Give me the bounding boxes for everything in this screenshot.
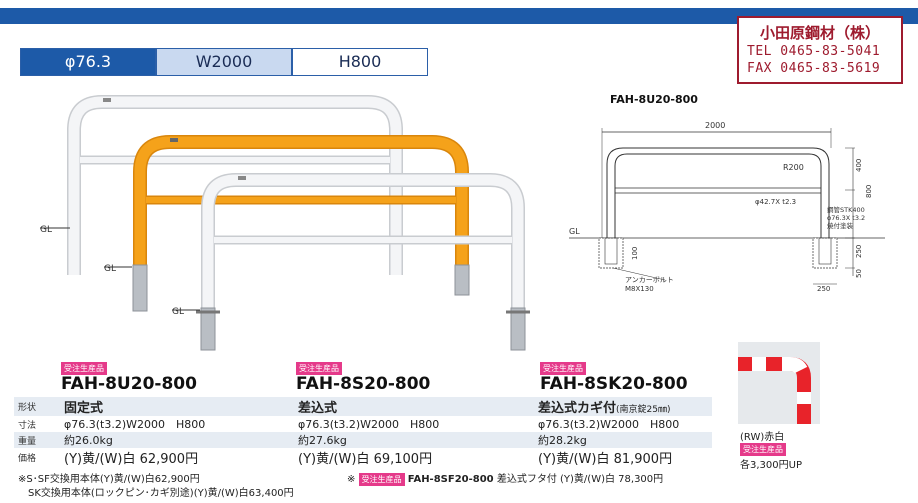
yellow-frame (132, 135, 470, 312)
company-name: 小田原鋼材（株） (759, 24, 880, 42)
weight-3: 約28.2kg (534, 432, 712, 448)
row-weight: 重量 約26.0kg 約27.6kg 約28.2kg (14, 432, 712, 448)
label-weight: 重量 (14, 432, 60, 448)
type-2: 差込式 (294, 397, 534, 416)
company-box: 小田原鋼材（株） TEL 0465-83-5041 FAX 0465-83-56… (737, 16, 903, 84)
sf-model: FAH-8SF20-800 (407, 474, 494, 485)
price-2: (Y)黄/(W)白 69,100円 (298, 452, 433, 467)
company-fax: FAX 0465-83-5619 (747, 61, 881, 76)
company-tel: TEL 0465-83-5041 (747, 44, 881, 59)
spec-table: 形状 固定式 差込式 差込式カギ付(南京錠25㎜) 寸法 φ76.3(t3.2)… (14, 397, 712, 467)
footnote-sf: ※ 受注生産品 FAH-8SF20-800 差込式フタ付 (Y)黄/(W)白 7… (347, 470, 663, 486)
spec-tabs: φ76.3 W2000 H800 (20, 48, 428, 76)
type-3-note: (南京錠25㎜) (616, 405, 671, 415)
bollard-illustration: GL GL GL (40, 95, 530, 351)
drawing-title: FAH-8U20-800 (610, 93, 698, 106)
dim-400: 400 (855, 159, 863, 172)
pipe-label: φ42.7X t2.3 (755, 198, 796, 206)
white-frame-front (196, 173, 530, 351)
weight-1: 約26.0kg (60, 432, 294, 448)
label-price: 価格 (18, 454, 37, 464)
anchor-label-2: M8X130 (625, 285, 654, 293)
footnote-1: ※S･SF交換用本体(Y)黄/(W)白62,900円 (18, 474, 200, 485)
dims-3: φ76.3(t3.2)W2000 H800 (538, 418, 680, 431)
dim-800: 800 (865, 185, 873, 198)
footnote-2: SK交換用本体(ロックピン･カギ別途)(Y)黄/(W)白63,400円 (28, 488, 294, 499)
row-type: 形状 固定式 差込式 差込式カギ付(南京錠25㎜) (14, 397, 712, 416)
radius-label: R200 (783, 163, 804, 172)
dim-250-bottom: 250 (817, 285, 830, 293)
rw-label: (RW)赤白 (740, 432, 785, 443)
rw-sample-image (738, 342, 820, 424)
product-name-2: FAH-8S20-800 (296, 374, 431, 394)
product-tag-3: 受注生産品 (540, 362, 586, 375)
spec-width: W2000 (156, 48, 292, 76)
spec-height: H800 (292, 48, 428, 76)
dim-250: 250 (855, 245, 863, 258)
white-frame-back (67, 95, 403, 275)
type-3: 差込式カギ付 (538, 401, 617, 416)
steel-note-2: φ76.3X t3.2 (827, 214, 865, 222)
row-price: 価格 (Y)黄/(W)白 62,900円 (Y)黄/(W)白 69,100円 (… (14, 448, 712, 467)
rw-price: 各3,300円UP (740, 460, 802, 471)
weight-2: 約27.6kg (294, 432, 534, 448)
type-1: 固定式 (60, 397, 294, 416)
dim-100: 100 (631, 247, 639, 260)
price-3: (Y)黄/(W)白 81,900円 (538, 452, 673, 467)
technical-drawing: FAH-8U20-800 2000 R200 φ42.7X t2.3 400 8… (569, 93, 885, 293)
footnote-mark: ※ (347, 474, 356, 485)
sf-desc: 差込式フタ付 (496, 474, 557, 485)
product-tag-2: 受注生産品 (296, 362, 342, 375)
steel-note-1: 鋼管STK400 (827, 205, 865, 214)
dim-width: 2000 (705, 121, 725, 130)
dims-1: φ76.3(t3.2)W2000 H800 (64, 418, 206, 431)
rw-tag: 受注生産品 (740, 443, 786, 456)
spec-diameter: φ76.3 (20, 48, 156, 76)
product-tag-1: 受注生産品 (61, 362, 107, 375)
gl-label-3: GL (172, 307, 184, 317)
drawing-gl: GL (569, 227, 580, 236)
price-1: (Y)黄/(W)白 62,900円 (64, 452, 199, 467)
footnote-tag: 受注生産品 (358, 473, 405, 486)
row-dims: 寸法 φ76.3(t3.2)W2000 H800 φ76.3(t3.2)W200… (14, 416, 712, 432)
label-type: 形状 (14, 397, 60, 416)
gl-label-2: GL (104, 264, 116, 274)
product-name-3: FAH-8SK20-800 (540, 374, 688, 394)
label-dims: 寸法 (18, 420, 37, 431)
dims-2: φ76.3(t3.2)W2000 H800 (298, 418, 440, 431)
product-name-1: FAH-8U20-800 (61, 374, 197, 394)
header-bar (0, 8, 918, 24)
sf-price: (Y)黄/(W)白 78,300円 (560, 474, 664, 485)
gl-label-1: GL (40, 225, 52, 235)
anchor-label-1: アンカーボルト (625, 276, 674, 284)
dim-50: 50 (855, 269, 863, 278)
steel-note-3: 焼付塗装 (827, 221, 854, 230)
